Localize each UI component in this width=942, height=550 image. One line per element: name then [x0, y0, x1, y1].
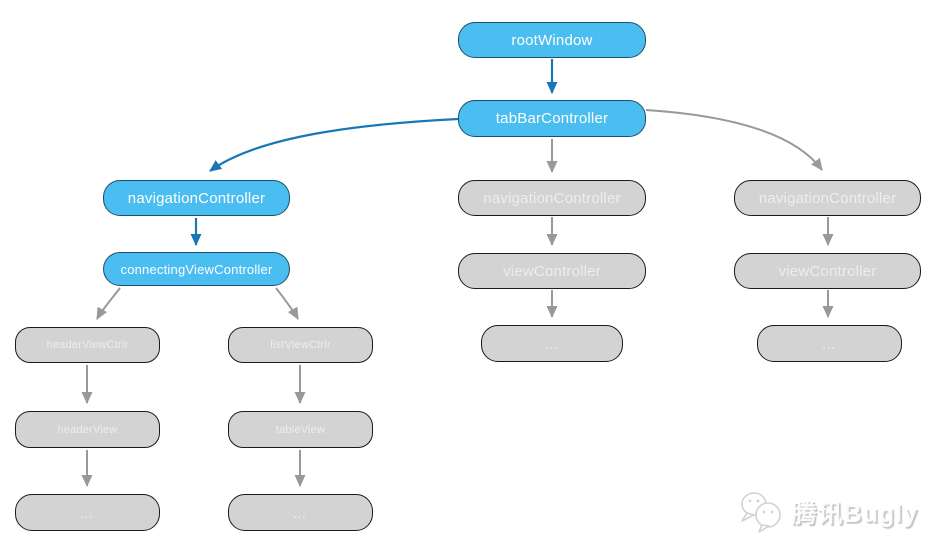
node-view-controller-middle: viewController — [458, 253, 646, 289]
node-header-view: headerView — [15, 411, 160, 448]
node-tab-bar-controller: tabBarController — [458, 100, 646, 137]
node-connecting-view-controller-label: connectingViewController — [120, 261, 273, 277]
node-header-view-ctrlr-label: headerViewCtrlr — [46, 339, 129, 351]
node-root-window-label: rootWindow — [511, 31, 593, 49]
node-connecting-view-controller: connectingViewController — [103, 252, 290, 286]
node-ellipsis-left-list-label: … — [292, 504, 309, 521]
node-ellipsis-middle-label: … — [544, 335, 560, 352]
node-list-view-ctrlr: listViewCtrlr — [228, 327, 373, 363]
node-view-controller-right: viewController — [734, 253, 921, 289]
node-ellipsis-right-label: … — [821, 335, 838, 352]
node-ellipsis-middle: … — [481, 325, 623, 362]
node-view-controller-right-label: viewController — [778, 262, 877, 280]
edge-connecting-vc-to-headerviewctrlr — [96, 287, 121, 320]
node-navigation-controller-left: navigationController — [103, 180, 290, 216]
node-header-view-label: headerView — [57, 423, 118, 436]
edge-connecting-vc-to-listviewctrlr — [275, 287, 299, 320]
node-navigation-controller-middle: navigationController — [458, 180, 646, 216]
tencent-bugly-watermark: 腾讯Bugly — [738, 490, 918, 534]
node-view-controller-middle-label: viewController — [503, 262, 601, 280]
node-list-view-ctrlr-label: listViewCtrlr — [270, 339, 331, 351]
node-navigation-controller-right: navigationController — [734, 180, 921, 216]
node-table-view: tableView — [228, 411, 373, 448]
node-root-window: rootWindow — [458, 22, 646, 58]
node-ellipsis-left-list: … — [228, 494, 373, 531]
node-ellipsis-right: … — [757, 325, 902, 362]
node-table-view-label: tableView — [275, 423, 326, 436]
watermark-text: 腾讯Bugly — [791, 500, 918, 528]
chat-bubbles-icon — [740, 492, 781, 533]
node-navigation-controller-right-label: navigationController — [758, 189, 897, 207]
edge-tabbar-to-nav-right — [645, 109, 823, 171]
node-navigation-controller-middle-label: navigationController — [483, 189, 621, 207]
node-ellipsis-left-header: … — [15, 494, 160, 531]
node-navigation-controller-left-label: navigationController — [127, 189, 266, 207]
node-tab-bar-controller-label: tabBarController — [495, 110, 609, 127]
node-header-view-ctrlr: headerViewCtrlr — [15, 327, 160, 363]
edge-tabbar-to-nav-left — [209, 117, 459, 172]
node-ellipsis-left-header-label: … — [79, 504, 96, 521]
